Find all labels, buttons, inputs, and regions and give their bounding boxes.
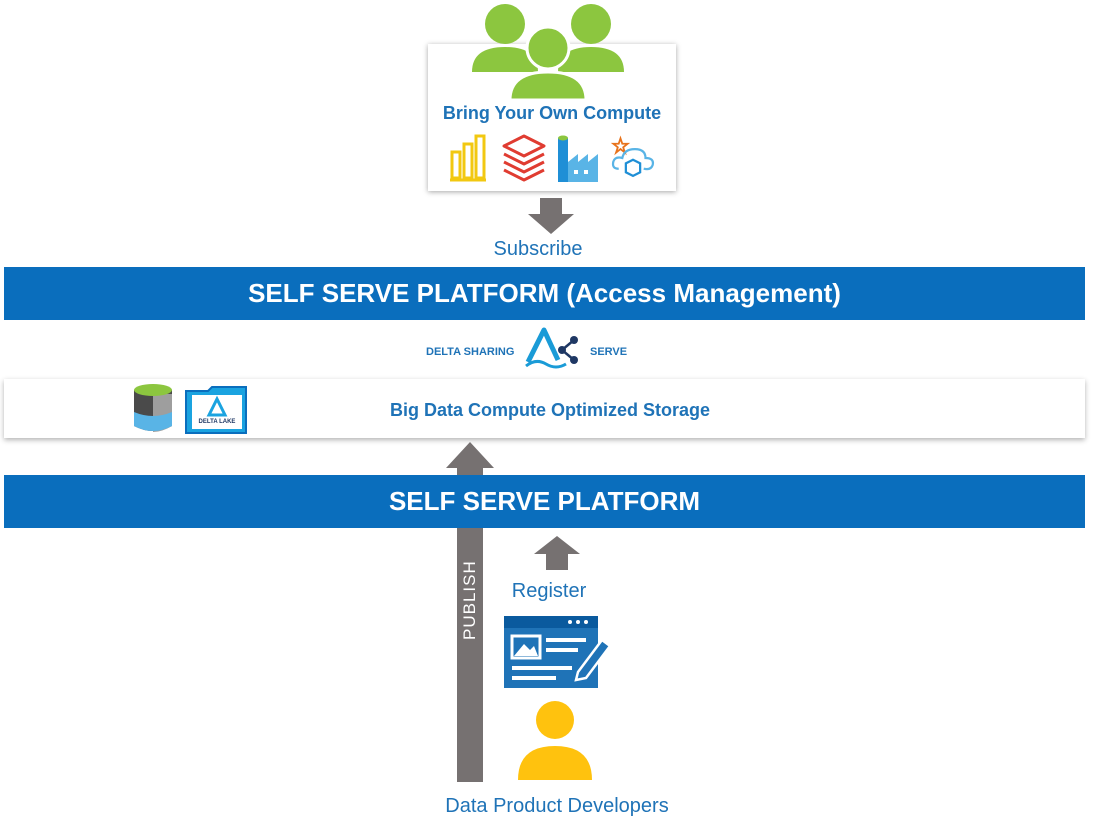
power-bi-icon <box>450 134 486 182</box>
subscribe-arrow-icon <box>528 198 574 234</box>
access-management-band: SELF SERVE PLATFORM (Access Management) <box>4 267 1085 320</box>
register-arrow-icon <box>534 536 580 570</box>
storage-cylinder-icon <box>134 384 172 432</box>
compute-title: Bring Your Own Compute <box>442 103 662 123</box>
data-factory-icon <box>558 135 598 182</box>
storage-label: Big Data Compute Optimized Storage <box>389 400 711 420</box>
register-label: Register <box>511 580 587 602</box>
register-form-icon <box>504 616 612 688</box>
access-management-label: SELF SERVE PLATFORM (Access Management) <box>248 278 841 308</box>
developers-label: Data Product Developers <box>445 795 669 817</box>
delta-lake-folder-icon: DELTA LAKE <box>184 385 250 435</box>
self-serve-platform-label: SELF SERVE PLATFORM <box>388 486 701 516</box>
self-serve-platform-band: SELF SERVE PLATFORM <box>4 475 1085 528</box>
storage-bar <box>4 379 1085 438</box>
delta-lake-text: DELTA LAKE <box>198 419 236 425</box>
serve-label: SERVE <box>590 346 628 358</box>
synapse-icon <box>610 135 655 178</box>
delta-sharing-icon <box>525 327 578 369</box>
delta-sharing-label: DELTA SHARING <box>426 346 515 358</box>
users-group-icon <box>472 4 624 102</box>
databricks-icon <box>502 134 546 182</box>
publish-label: PUBLISH <box>460 560 480 640</box>
developer-person-icon <box>518 701 592 780</box>
subscribe-label: Subscribe <box>493 238 583 260</box>
